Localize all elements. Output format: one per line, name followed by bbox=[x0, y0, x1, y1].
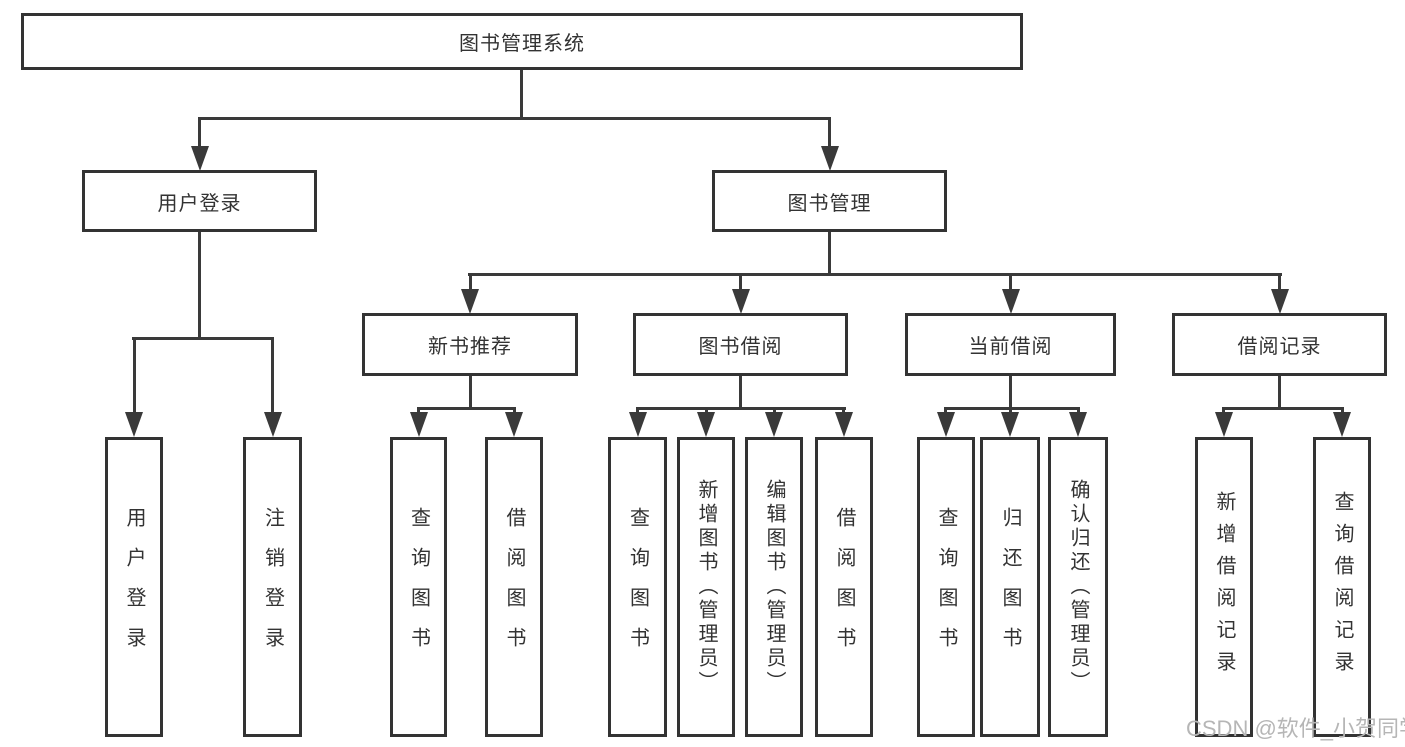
connector-line bbox=[469, 376, 472, 410]
leaf-query-borrow-record: 查询借阅记录 bbox=[1313, 437, 1371, 737]
connector-line bbox=[828, 232, 831, 276]
connector-line bbox=[1341, 407, 1344, 415]
connector-line bbox=[132, 337, 274, 340]
arrowhead-down bbox=[1215, 412, 1233, 437]
connector-line bbox=[739, 376, 742, 410]
connector-line bbox=[773, 407, 776, 415]
connector-line bbox=[944, 407, 947, 415]
leaf-logout: 注销登录 bbox=[243, 437, 302, 737]
arrowhead-down bbox=[629, 412, 647, 437]
leaf-user-login: 用户登录 bbox=[105, 437, 163, 737]
node-label: 查询图书 bbox=[626, 507, 649, 667]
connector-line bbox=[133, 337, 136, 417]
node-label: 图书管理系统 bbox=[459, 33, 585, 55]
connector-line bbox=[1009, 376, 1012, 414]
connector-line bbox=[842, 407, 845, 415]
node-label: 查询图书 bbox=[935, 507, 957, 667]
node-label: 查询借阅记录 bbox=[1331, 491, 1353, 683]
node-label: 借阅记录 bbox=[1237, 336, 1322, 358]
connector-line bbox=[271, 337, 274, 417]
connector-line bbox=[520, 70, 523, 120]
arrowhead-down bbox=[821, 146, 839, 171]
arrowhead-down bbox=[410, 412, 428, 437]
connector-line bbox=[705, 407, 708, 415]
node-label: 编辑图书（管理员） bbox=[763, 479, 785, 695]
arrowhead-down bbox=[461, 289, 479, 314]
node-label: 借阅图书 bbox=[833, 507, 855, 667]
arrowhead-down bbox=[264, 412, 282, 437]
connector-line bbox=[1278, 376, 1281, 410]
leaf-query-books-current: 查询图书 bbox=[917, 437, 975, 737]
connector-line bbox=[636, 407, 639, 415]
node-label: 用户登录 bbox=[123, 507, 145, 667]
node-current-borrowing: 当前借阅 bbox=[905, 313, 1116, 376]
connector-line bbox=[1222, 407, 1344, 410]
arrowhead-down bbox=[937, 412, 955, 437]
connector-line bbox=[1009, 273, 1012, 293]
leaf-add-book-admin: 新增图书（管理员） bbox=[677, 437, 735, 737]
node-label: 借阅图书 bbox=[503, 507, 525, 667]
node-user-login: 用户登录 bbox=[82, 170, 317, 232]
connector-line bbox=[1077, 407, 1080, 415]
csdn-watermark: CSDN @软件_小贺同学 bbox=[1186, 716, 1405, 741]
arrowhead-down bbox=[697, 412, 715, 437]
node-label: 新增借阅记录 bbox=[1213, 491, 1235, 683]
arrowhead-down bbox=[1001, 412, 1019, 437]
arrowhead-down bbox=[1333, 412, 1351, 437]
arrowhead-down bbox=[1002, 289, 1020, 314]
connector-line bbox=[739, 273, 742, 293]
node-label: 新增图书（管理员） bbox=[695, 479, 717, 695]
arrowhead-down bbox=[125, 412, 143, 437]
connector-line bbox=[417, 407, 516, 410]
node-label: 图书借阅 bbox=[698, 336, 783, 358]
connector-line bbox=[513, 407, 516, 415]
node-book-borrowing: 图书借阅 bbox=[633, 313, 848, 376]
leaf-query-books-recommend: 查询图书 bbox=[390, 437, 447, 737]
leaf-add-borrow-record: 新增借阅记录 bbox=[1195, 437, 1253, 737]
leaf-query-books-borrowing: 查询图书 bbox=[608, 437, 667, 737]
connector-line bbox=[828, 117, 831, 151]
connector-line bbox=[417, 407, 420, 415]
leaf-return-book: 归还图书 bbox=[980, 437, 1040, 737]
arrowhead-down bbox=[765, 412, 783, 437]
arrowhead-down bbox=[1271, 289, 1289, 314]
node-label: 归还图书 bbox=[999, 507, 1021, 667]
connector-line bbox=[468, 273, 1282, 276]
node-label: 确认归还（管理员） bbox=[1067, 479, 1089, 695]
connector-line bbox=[944, 407, 1080, 410]
arrowhead-down bbox=[505, 412, 523, 437]
connector-line bbox=[469, 273, 472, 293]
node-label: 新书推荐 bbox=[428, 336, 512, 358]
connector-line bbox=[1278, 273, 1281, 293]
connector-line bbox=[198, 117, 831, 120]
node-label: 图书管理 bbox=[787, 192, 872, 215]
leaf-borrow-books-borrowing: 借阅图书 bbox=[815, 437, 873, 737]
connector-line bbox=[636, 407, 846, 410]
connector-line bbox=[1222, 407, 1225, 415]
node-book-management: 图书管理 bbox=[712, 170, 947, 232]
leaf-edit-book-admin: 编辑图书（管理员） bbox=[745, 437, 803, 737]
node-label: 注销登录 bbox=[261, 507, 284, 667]
node-label: 当前借阅 bbox=[968, 336, 1053, 358]
connector-line bbox=[198, 117, 201, 151]
arrowhead-down bbox=[835, 412, 853, 437]
node-label: 查询图书 bbox=[407, 507, 430, 667]
connector-line bbox=[198, 232, 201, 340]
node-library-management-system: 图书管理系统 bbox=[21, 13, 1023, 70]
node-borrowing-records: 借阅记录 bbox=[1172, 313, 1387, 376]
leaf-confirm-return-admin: 确认归还（管理员） bbox=[1048, 437, 1108, 737]
arrowhead-down bbox=[191, 146, 209, 171]
node-new-book-recommendation: 新书推荐 bbox=[362, 313, 578, 376]
leaf-borrow-books-recommend: 借阅图书 bbox=[485, 437, 543, 737]
arrowhead-down bbox=[732, 289, 750, 314]
node-label: 用户登录 bbox=[157, 192, 242, 215]
arrowhead-down bbox=[1069, 412, 1087, 437]
